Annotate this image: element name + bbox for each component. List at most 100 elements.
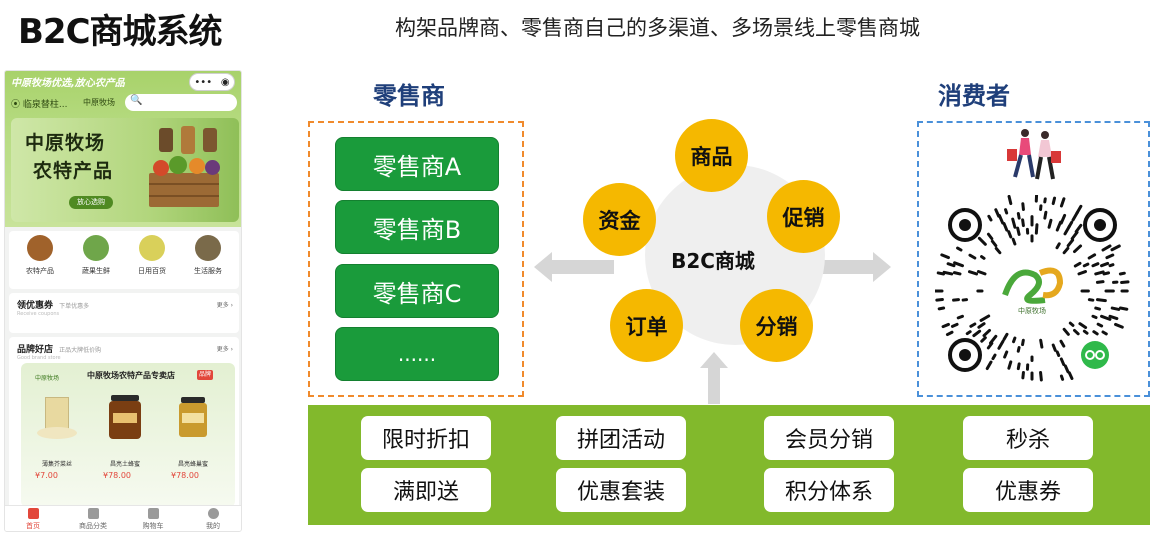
tab-categories[interactable]: 商品分类 xyxy=(69,508,117,531)
qr-module xyxy=(1003,350,1009,359)
qr-module xyxy=(950,322,959,328)
product-card[interactable]: 昌亮蜂巢蜜 ¥78.00 xyxy=(163,393,223,480)
qr-module xyxy=(1002,332,1009,341)
page-subtitle: 构架品牌商、零售商自己的多渠道、多场景线上零售商城 xyxy=(395,16,920,40)
coupon-section: 领优惠券 下单优惠多 Receive coupons 更多 › xyxy=(9,293,239,333)
category-item[interactable]: 日用百货 xyxy=(127,235,177,276)
qr-module xyxy=(986,341,994,350)
qr-module xyxy=(935,298,944,302)
qr-module xyxy=(936,271,946,276)
brand-more-link[interactable]: 更多 › xyxy=(216,346,233,353)
arrow-right-icon xyxy=(809,252,891,282)
qr-module xyxy=(985,360,993,371)
qr-module xyxy=(1114,322,1124,329)
promo-banner[interactable]: 中原牧场 农特产品 放心选购 xyxy=(11,118,239,222)
node-funds: 资金 xyxy=(583,183,656,256)
vegetable-image xyxy=(169,156,187,174)
banner-shop-button[interactable]: 放心选购 xyxy=(69,196,113,209)
qr-module xyxy=(1095,298,1107,303)
qr-module xyxy=(1101,330,1108,336)
product-card[interactable]: 昌亮土蜂蜜 ¥78.00 xyxy=(95,393,155,480)
qr-module xyxy=(1007,230,1013,239)
store-logo: 中原牧场 xyxy=(35,375,60,382)
feature-spend-gift: 满即送 xyxy=(361,468,491,512)
product-image xyxy=(101,393,149,443)
mini-program-capsule[interactable]: ••• ◉ xyxy=(189,73,235,91)
qr-module xyxy=(1074,223,1083,234)
qr-module xyxy=(1082,329,1089,335)
shoppers-illustration xyxy=(1007,129,1061,180)
qr-module xyxy=(1100,314,1112,321)
produce-crate-image xyxy=(149,173,219,207)
qr-module xyxy=(982,328,991,338)
retailer-a-box: 零售商A xyxy=(335,137,499,191)
product-image xyxy=(169,393,217,443)
qr-module xyxy=(990,239,998,248)
close-target-icon[interactable]: ◉ xyxy=(220,76,230,88)
qr-module xyxy=(988,334,998,345)
category-item[interactable]: 生活服务 xyxy=(183,235,233,276)
qr-module xyxy=(1073,261,1082,268)
qr-module xyxy=(1108,263,1115,268)
category-nav: 农特产品 蔬果生鲜 日用百货 生活服务 xyxy=(9,231,239,289)
qr-module xyxy=(941,322,950,329)
tab-cart[interactable]: 购物车 xyxy=(129,508,177,531)
qr-module xyxy=(1118,306,1129,311)
arrow-left-icon xyxy=(534,252,614,282)
qr-module xyxy=(1021,371,1025,380)
tab-home[interactable]: 首页 xyxy=(9,508,57,531)
qr-module xyxy=(1007,195,1013,206)
qr-module xyxy=(1021,218,1025,228)
qr-module xyxy=(1016,346,1021,353)
qr-module xyxy=(1059,374,1065,381)
category-item[interactable]: 农特产品 xyxy=(15,235,65,276)
qr-module xyxy=(994,246,1002,255)
qr-module xyxy=(1051,196,1057,206)
qr-module xyxy=(1095,280,1105,284)
hub-label: B2C商城 xyxy=(671,249,755,273)
qr-module xyxy=(1092,330,1099,336)
qr-module xyxy=(972,329,982,338)
coupon-more-link[interactable]: 更多 › xyxy=(216,302,233,309)
qr-module xyxy=(1059,213,1067,225)
search-input[interactable]: 🔍 xyxy=(125,94,237,111)
category-label: 生活服务 xyxy=(194,267,222,275)
honey-jar-image xyxy=(159,128,173,152)
brand-title: 品牌好店 xyxy=(17,345,54,355)
qr-module xyxy=(1102,271,1111,276)
product-card[interactable]: 薄集芥菜丝 ¥7.00 xyxy=(27,393,87,480)
qr-module xyxy=(937,306,946,311)
qr-module xyxy=(980,255,986,260)
more-dots-icon[interactable]: ••• xyxy=(194,76,213,88)
feature-flash-discount: 限时折扣 xyxy=(361,416,491,460)
honey-jar-image xyxy=(181,126,195,154)
feature-seckill: 秒杀 xyxy=(963,416,1093,460)
retailer-group xyxy=(308,121,524,397)
location-selector[interactable]: ⦿ 临泉替柱... xyxy=(11,97,67,110)
qr-module xyxy=(1011,217,1017,229)
store-tag-badge: 品牌 xyxy=(197,370,214,380)
qr-module xyxy=(1077,270,1087,276)
qr-module xyxy=(986,232,994,241)
qr-module xyxy=(1087,253,1097,260)
honey-jar-image xyxy=(203,128,217,152)
qr-module xyxy=(1016,226,1021,236)
category-item[interactable]: 蔬果生鲜 xyxy=(71,235,121,276)
feature-group-buy: 拼团活动 xyxy=(556,416,686,460)
qr-module xyxy=(1051,343,1057,352)
brand-store-section: 品牌好店 正品大牌低价购 Good brand store 更多 › 中原牧场 … xyxy=(9,337,239,509)
banner-title-line1: 中原牧场 xyxy=(25,132,106,154)
qr-caption: 中原牧场 xyxy=(1018,306,1046,315)
product-name: 昌亮土蜂蜜 xyxy=(109,461,140,468)
product-price: ¥78.00 xyxy=(171,471,199,480)
consumer-heading: 消费者 xyxy=(938,82,1010,110)
node-distribution: 分销 xyxy=(740,289,813,362)
tab-profile[interactable]: 我的 xyxy=(189,508,237,531)
qr-module xyxy=(977,236,987,246)
qr-module xyxy=(1055,350,1061,358)
qr-module xyxy=(968,253,977,260)
qr-module xyxy=(1070,230,1079,241)
qr-module xyxy=(1004,208,1009,215)
store-card[interactable]: 中原牧场 中原牧场农特产品专卖店 品牌 薄集芥菜丝 ¥7.00 昌亮土蜂蜜 ¥7… xyxy=(21,363,235,507)
tab-label: 我的 xyxy=(206,522,220,530)
